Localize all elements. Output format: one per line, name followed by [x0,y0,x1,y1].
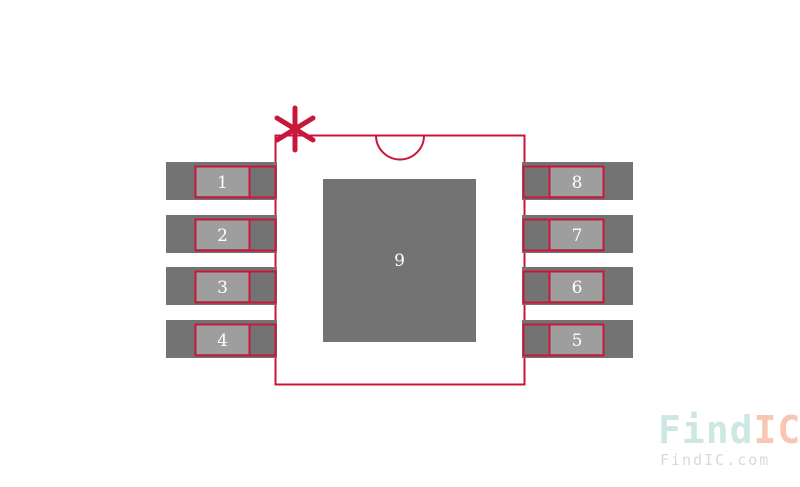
pin-outline [194,165,277,199]
left-pins: 1 2 3 4 [166,162,277,358]
pin-3: 3 [166,267,277,305]
pin-number: 4 [217,331,228,351]
pin-number: 1 [217,173,228,193]
pin-8: 8 [522,162,633,200]
watermark-logo-ic: IC [753,408,800,452]
pin-number: 5 [572,331,583,351]
thermal-pad-label: 9 [394,251,405,271]
pin1-marker-icon [274,105,316,153]
pin-inner [550,325,603,354]
pin-outline [522,165,605,199]
pin-inner [196,167,249,196]
pin-inner [196,220,249,249]
pin-7: 7 [522,215,633,253]
pin-5: 5 [522,320,633,358]
pin-inner [550,167,603,196]
pin-4: 4 [166,320,277,358]
pin-number: 2 [217,226,228,246]
pin-number: 6 [572,278,583,298]
watermark-url: FindIC.com [660,451,771,469]
pin-outline [194,270,277,304]
watermark-logo: FindIC [658,408,800,452]
pin-outline [194,323,277,357]
right-pins: 8 7 6 5 [522,162,633,358]
pin-inner [196,272,249,301]
pin-outline [522,270,605,304]
pin-6: 6 [522,267,633,305]
pin-outline [522,218,605,252]
pin-number: 7 [572,226,583,246]
pin-outline [522,323,605,357]
pin-inner [550,220,603,249]
pin-1: 1 [166,162,277,200]
pin-number: 8 [572,173,583,193]
pin-inner [550,272,603,301]
watermark-logo-find: Find [658,408,754,452]
pin-2: 2 [166,215,277,253]
thermal-pad [323,179,476,342]
pin-outline [194,218,277,252]
orientation-notch [375,135,425,161]
pin-number: 3 [217,278,228,298]
pin-inner [196,325,249,354]
package-outline [274,134,526,386]
